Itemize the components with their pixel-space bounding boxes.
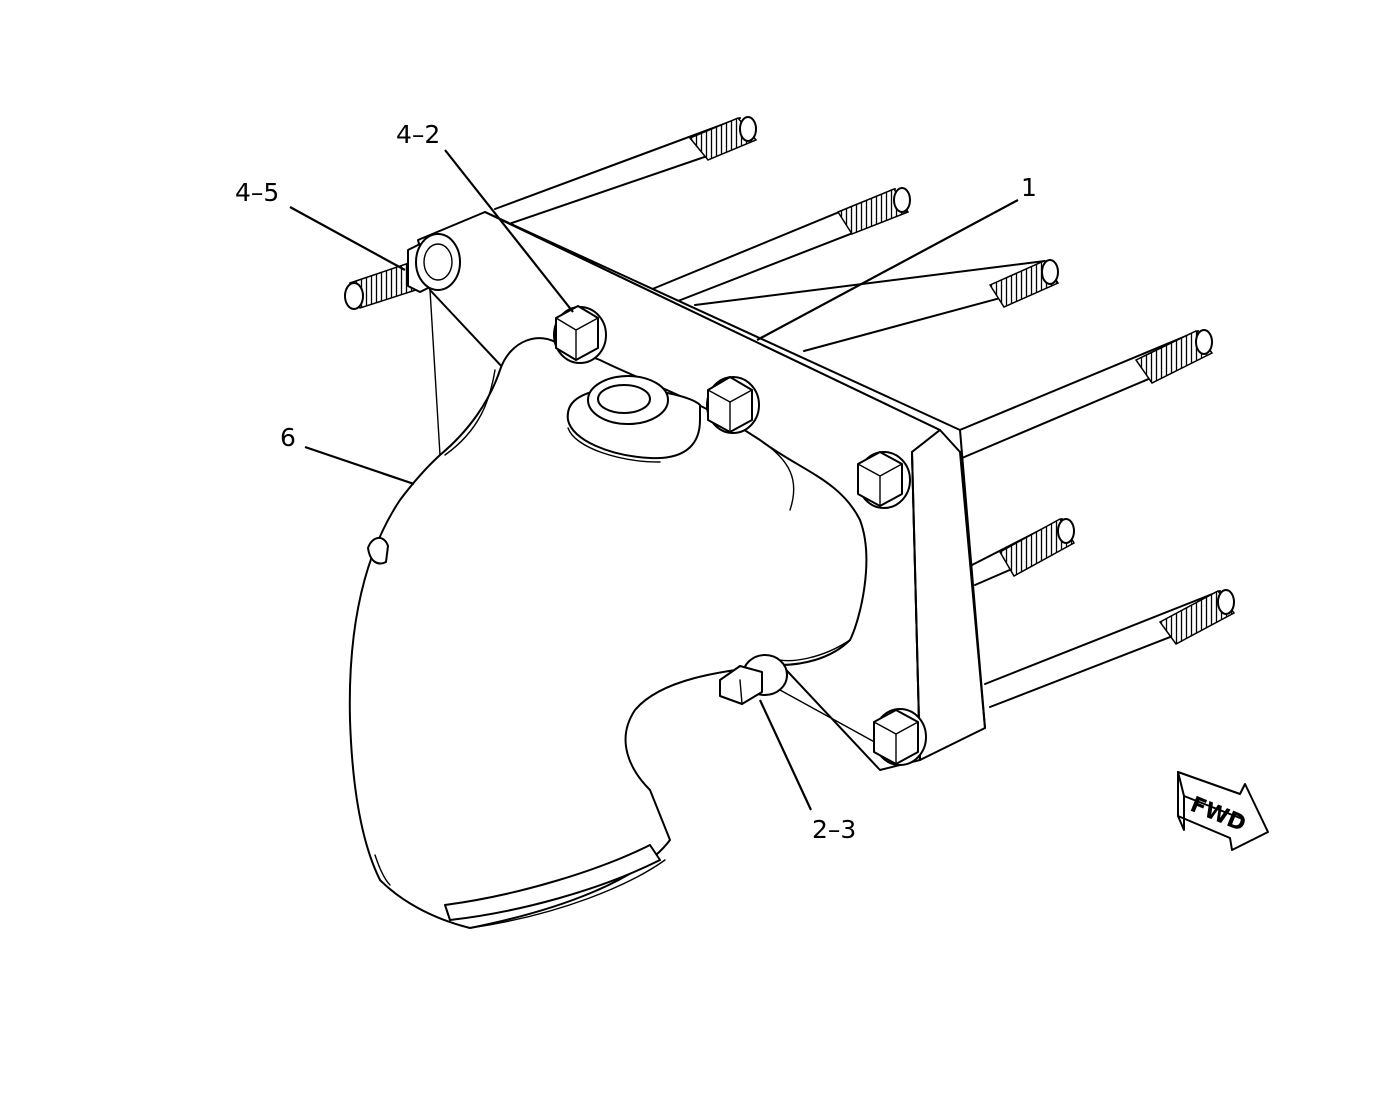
callout-4-5: 4–5 — [235, 178, 280, 207]
bolt-center — [706, 376, 760, 434]
lifting-boss — [566, 375, 701, 463]
bolt-4-2 — [553, 305, 607, 364]
elbow-body — [348, 337, 868, 929]
callout-6: 6 — [280, 423, 296, 452]
forward-arrow-icon: FWD — [1177, 771, 1269, 851]
stud-4 — [954, 329, 1214, 459]
bolt-upper-right — [857, 451, 911, 509]
bolt-lower-right — [873, 708, 927, 766]
callout-2-3: 2–3 — [812, 815, 857, 844]
leader-6 — [304, 445, 415, 486]
stud-1 — [494, 116, 758, 226]
leader-lines — [289, 149, 1019, 811]
stud-6 — [984, 589, 1236, 708]
leader-1 — [756, 199, 1019, 341]
bolt-2-3 — [719, 654, 788, 705]
stud-3 — [694, 259, 1060, 352]
stud-4-5 — [344, 233, 461, 310]
stud-group — [494, 116, 1236, 708]
stud-5 — [971, 517, 1076, 586]
stud-2 — [649, 187, 911, 309]
leader-2-3 — [759, 699, 812, 811]
leader-4-5 — [289, 206, 406, 271]
leader-4-2 — [444, 149, 574, 313]
callout-4-2: 4–2 — [396, 120, 441, 149]
callout-1: 1 — [1021, 173, 1037, 202]
